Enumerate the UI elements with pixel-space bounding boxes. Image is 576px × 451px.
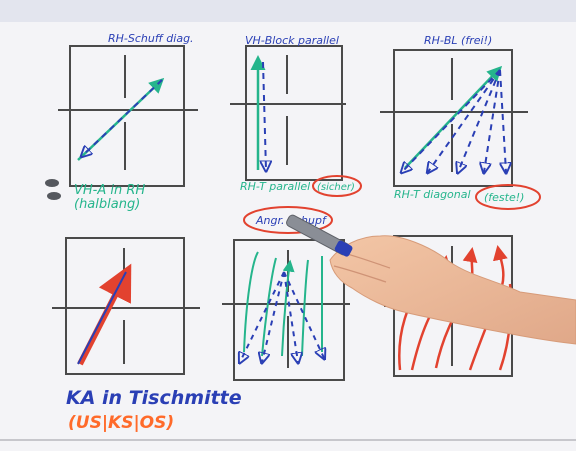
middle-circle [243, 206, 333, 234]
top-right-title: RH-BL (frei!) [424, 34, 492, 47]
hand-with-marker [286, 214, 576, 345]
top-middle-blue-dashed-arrow [263, 61, 266, 170]
bottom-middle-blue-dashed-arrows [240, 271, 324, 362]
top-left-title: RH-Schuff diag. [108, 32, 194, 45]
top-middle-circle [312, 175, 362, 197]
bottom-left-caption-1: KA in Tischmitte [66, 387, 242, 409]
top-middle-title: VH-Block parallel [245, 34, 339, 47]
top-right-circled-text: (feste!) [484, 191, 524, 204]
bottom-left-caption-2: (US|KS|OS) [68, 413, 174, 433]
marker-pen-tip [334, 240, 353, 257]
table-top-middle [230, 45, 346, 181]
top-middle-circled-text: (sicher) [317, 182, 355, 193]
magnet-1 [45, 179, 59, 187]
top-right-caption: RH-T diagonal [394, 188, 471, 201]
top-right-circle [475, 184, 541, 210]
table-bottom-left [52, 237, 200, 375]
bottom-left-red-arrow [77, 263, 132, 366]
table-top-right [380, 49, 528, 187]
top-left-caption-2: (halblang) [74, 197, 140, 212]
top-middle-caption: RH-T parallel [240, 180, 310, 193]
magnet-2 [47, 192, 61, 200]
bottom-middle-green-arrows [243, 251, 324, 357]
top-left-caption-1: VH-A in RH [74, 183, 145, 198]
board-top-edge [0, 0, 576, 22]
top-left-blue-dashed-arrow [82, 79, 163, 156]
top-right-blue-dashed-arrows [402, 69, 506, 172]
table-top-left [58, 45, 198, 187]
bottom-left-blue-arrow [77, 271, 127, 365]
